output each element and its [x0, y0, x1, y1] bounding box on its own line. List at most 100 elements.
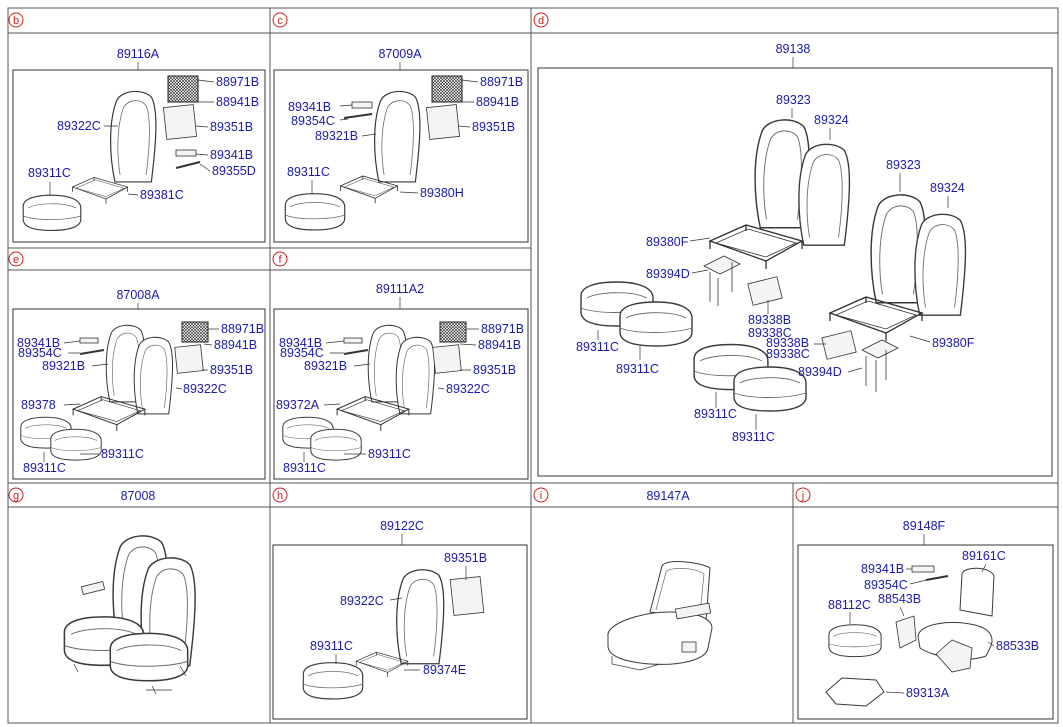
part-label: 88533B	[996, 639, 1039, 653]
part-label: 89311C	[694, 407, 737, 421]
section-e-diagram: 87008A 88971B 89341B 88941B 89354C 89321…	[12, 288, 266, 480]
part-label: 88941B	[216, 95, 259, 109]
section-tag-j: j	[795, 487, 811, 503]
section-g-diagram: 87008	[63, 489, 196, 695]
part-label: 89351B	[472, 120, 515, 134]
assembly-number: 89111A2	[376, 282, 424, 296]
part-label: 88112C	[828, 598, 871, 612]
part-label: 89323	[776, 93, 811, 107]
section-tag-g: g	[8, 487, 24, 503]
section-j-diagram: 89148F 89341B 89161C 89354C 88112C 88543…	[797, 519, 1054, 720]
section-tag-c: c	[272, 12, 288, 28]
section-tag-i: i	[533, 487, 549, 503]
part-label: 89322C	[340, 594, 384, 608]
part-label: 89311C	[732, 430, 775, 444]
part-label: 89351B	[444, 551, 487, 565]
part-label: 88941B	[476, 95, 519, 109]
part-label: 89380F	[646, 235, 689, 249]
part-label: 89321B	[42, 359, 85, 373]
svg-text:f: f	[278, 254, 282, 266]
part-label: 89338B	[766, 336, 809, 350]
part-label: 88941B	[478, 338, 521, 352]
part-label: 89322C	[57, 119, 101, 133]
section-c-diagram: 87009A 88971B 89341B 88941B 89354C 89321…	[273, 47, 529, 243]
section-h-diagram: 89122C 89351B 89322C 89311C 89374E	[272, 519, 528, 720]
svg-text:h: h	[277, 490, 283, 502]
part-label: 89338B	[748, 313, 791, 327]
part-label: 89324	[930, 181, 965, 195]
part-label: 89322C	[446, 382, 490, 396]
assembly-number: 87008A	[116, 288, 160, 302]
section-i-diagram: 89147A	[607, 489, 713, 671]
part-label: 89313A	[906, 686, 950, 700]
part-label: 89341B	[17, 336, 60, 350]
sheet-grid	[7, 7, 1059, 724]
part-label: 89323	[886, 158, 921, 172]
part-label: 89338C	[766, 347, 810, 361]
part-label: 88543B	[878, 592, 921, 606]
assembly-number: 89147A	[646, 489, 690, 503]
part-label: 89324	[814, 113, 849, 127]
section-b-diagram: 89116A 88971B 88941B 89322C 89351B 89341…	[12, 47, 266, 243]
svg-text:d: d	[538, 15, 544, 27]
part-label: 89380F	[932, 336, 975, 350]
part-label: 89354C	[280, 346, 324, 360]
svg-text:i: i	[540, 490, 542, 502]
part-label: 89338C	[748, 326, 792, 340]
section-tags: b c d e f g h i j	[8, 12, 811, 503]
section-tag-f: f	[272, 251, 288, 267]
part-label: 89351B	[210, 363, 253, 377]
section-tag-b: b	[8, 12, 24, 28]
part-label: 89354C	[864, 578, 908, 592]
part-label: 89354C	[18, 346, 62, 360]
part-label: 89372A	[276, 398, 320, 412]
svg-text:j: j	[801, 490, 804, 502]
part-label: 89311C	[28, 166, 71, 180]
svg-text:e: e	[13, 254, 19, 266]
part-label: 89341B	[288, 100, 331, 114]
part-label: 88941B	[214, 338, 257, 352]
part-label: 89311C	[310, 639, 353, 653]
assembly-number: 89138	[776, 42, 811, 56]
part-label: 89311C	[576, 340, 619, 354]
assembly-number: 89148F	[903, 519, 946, 533]
part-label: 89341B	[279, 336, 322, 350]
part-label: 88971B	[221, 322, 264, 336]
part-label: 89380H	[420, 186, 464, 200]
part-label: 89394D	[646, 267, 690, 281]
part-label: 89378	[21, 398, 56, 412]
part-label: 88971B	[481, 322, 524, 336]
svg-text:g: g	[13, 490, 19, 502]
section-tag-h: h	[272, 487, 288, 503]
part-label: 89351B	[473, 363, 516, 377]
section-tag-e: e	[8, 251, 24, 267]
part-label: 89311C	[101, 447, 144, 461]
part-label: 89161C	[962, 549, 1006, 563]
section-d-diagram: 89138 89323 89324 89323 89324 89380F 893…	[537, 42, 1053, 477]
part-label: 89311C	[23, 461, 66, 475]
part-label: 89311C	[368, 447, 411, 461]
part-label: 89355D	[212, 164, 256, 178]
section-tag-d: d	[533, 12, 549, 28]
part-label: 89321B	[315, 129, 358, 143]
part-label: 89311C	[283, 461, 326, 475]
part-label: 89351B	[210, 120, 253, 134]
part-label: 89321B	[304, 359, 347, 373]
part-label: 89322C	[183, 382, 227, 396]
part-label: 89341B	[861, 562, 904, 576]
assembly-number: 87008	[121, 489, 156, 503]
part-label: 88971B	[216, 75, 259, 89]
assembly-number: 87009A	[378, 47, 422, 61]
part-label: 89341B	[210, 148, 253, 162]
assembly-number: 89116A	[117, 47, 160, 61]
svg-text:c: c	[277, 15, 283, 27]
assembly-number: 89122C	[380, 519, 424, 533]
part-label: 89311C	[616, 362, 659, 376]
part-label: 89394D	[798, 365, 842, 379]
part-label: 89354C	[291, 114, 335, 128]
part-label: 89374E	[423, 663, 466, 677]
section-f-diagram: 89111A2 88971B 89341B 88941B 89354C 8932…	[273, 282, 529, 480]
svg-text:b: b	[13, 15, 19, 27]
part-label: 89311C	[287, 165, 330, 179]
